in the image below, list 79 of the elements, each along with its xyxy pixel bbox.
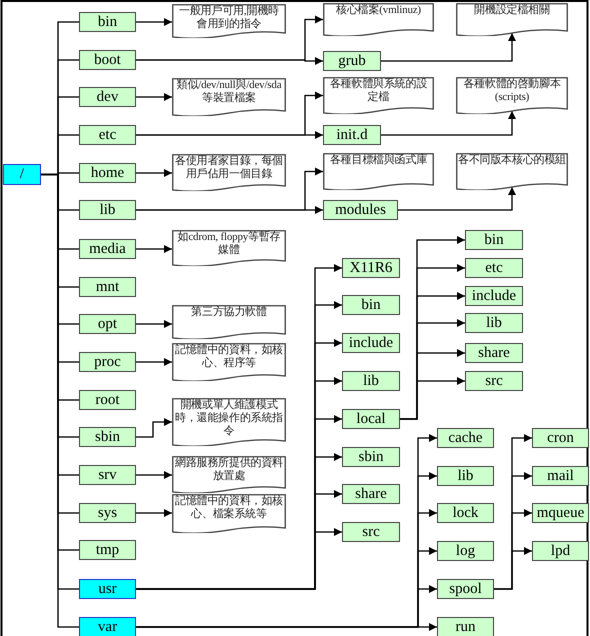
folder-box: mnt (79, 277, 136, 297)
document-note: 各種軟體與系統的設定檔 (323, 77, 434, 114)
folder-box: bin (342, 295, 400, 315)
folder-box: share (342, 484, 400, 504)
document-note: 一般用戶可用,開機時會用到的指令 (172, 4, 286, 38)
arrow (494, 547, 532, 590)
folder-box: bin (79, 12, 136, 32)
arrow (136, 18, 172, 26)
document-note: 各使用者家目錄，每個用戶佔用一個目錄 (172, 154, 286, 191)
folder-box: lib (79, 200, 136, 220)
arrow (400, 377, 465, 420)
document-note: 如cdrom, floppy等暫存媒體 (172, 230, 286, 266)
folder-box: opt (79, 314, 136, 334)
folder-box: usr (79, 579, 136, 599)
folder-box: media (79, 239, 136, 259)
arrow (136, 206, 323, 214)
arrow (136, 93, 172, 101)
folder-box: init.d (323, 125, 381, 145)
folder-box: grub (323, 51, 381, 71)
arrow (136, 358, 172, 366)
folder-box: local (342, 409, 400, 429)
document-note: 網路服務所提供的資料放置處 (172, 456, 286, 493)
document-note: 開機或單人維護模式時，還能操作的系統指令 (172, 398, 286, 446)
folder-box: boot (79, 50, 136, 70)
folder-box: srv (79, 465, 136, 485)
arrow (136, 320, 172, 328)
arrow (136, 623, 437, 631)
arrow (398, 187, 516, 211)
document-note: 核心檔案(vmlinuz) (323, 3, 434, 36)
arrow (136, 471, 172, 479)
folder-box: sys (79, 503, 136, 523)
folder-box: cache (437, 428, 494, 448)
folder-box: lpd (532, 541, 589, 561)
folder-box: src (342, 522, 400, 542)
document-note: 第三方協力軟體 (172, 305, 286, 339)
folder-box: lib (465, 313, 523, 333)
folder-box: lib (342, 371, 400, 391)
folder-box: X11R6 (342, 258, 400, 278)
arrow (136, 131, 323, 139)
arrow (381, 33, 516, 62)
folder-box: spool (437, 579, 494, 599)
document-note: 記憶體中的資料，如核心、程序等 (172, 343, 286, 381)
arrow (136, 509, 172, 517)
folder-box: bin (465, 230, 523, 250)
arrow (136, 245, 172, 253)
folder-box: sbin (79, 427, 136, 447)
folder-box: sbin (342, 447, 400, 467)
folder-box: root (79, 390, 136, 410)
folder-box: / (3, 164, 41, 185)
arrow (136, 57, 323, 65)
arrow (136, 418, 172, 438)
document-note: 各種軟體的啓動腳本(scripts) (456, 77, 568, 114)
folder-box: cron (532, 428, 589, 448)
folder-box: proc (79, 352, 136, 372)
arrow (136, 528, 342, 590)
folder-box: lib (437, 466, 494, 486)
folder-box: home (79, 163, 136, 183)
folder-box: var (79, 617, 136, 636)
arrow (381, 111, 516, 136)
folder-box: share (465, 343, 523, 363)
folder-box: log (437, 541, 494, 561)
arrow (136, 169, 172, 177)
folder-box: etc (465, 258, 523, 278)
folder-box: lock (437, 503, 494, 523)
document-note: 開機設定檔相關 (456, 3, 568, 36)
folder-box: include (342, 333, 400, 353)
folder-box: run (437, 617, 494, 636)
folder-box: include (465, 286, 523, 306)
folder-box: mail (532, 466, 589, 486)
folder-box: mqueue (532, 503, 589, 523)
document-note: 各不同版本核心的模組 (456, 153, 568, 190)
document-note: 類似/dev/null與/dev/sda等裝置檔案 (172, 78, 286, 116)
folder-box: modules (323, 200, 398, 220)
document-note: 各種目標檔與函式庫 (323, 153, 434, 190)
folder-box: src (465, 371, 523, 391)
document-note: 記憶體中的資料，如核心、檔案系統等 (172, 494, 286, 533)
folder-box: etc (79, 125, 136, 145)
folder-box: dev (79, 87, 136, 107)
folder-box: tmp (79, 540, 136, 560)
